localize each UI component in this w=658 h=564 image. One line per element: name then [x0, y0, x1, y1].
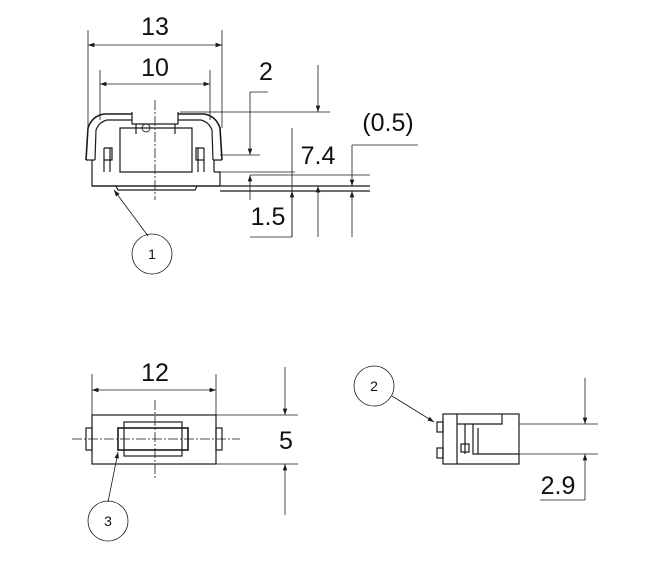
dim-plan-width: 12 — [141, 359, 169, 387]
dim-top-height: 7.4 — [301, 142, 336, 170]
callout-1: 1 — [148, 246, 156, 262]
dim-top-pin-offset: 2 — [259, 58, 273, 86]
dim-top-base: 1.5 — [251, 203, 286, 231]
callout-3: 3 — [104, 513, 112, 529]
side-view: 2.9 2 — [353, 365, 598, 501]
dim-top-width-inner: 10 — [141, 54, 169, 82]
plan-view: 12 5 3 — [72, 359, 298, 542]
dim-plan-height: 5 — [279, 427, 293, 455]
front-elevation-view: 13 10 2 7.4 (0.5) 1.5 1 — [85, 13, 418, 275]
dim-top-standoff: (0.5) — [362, 109, 413, 137]
callout-2: 2 — [370, 378, 378, 394]
dim-side-height: 2.9 — [541, 472, 576, 500]
dim-top-width-outer: 13 — [141, 13, 169, 41]
